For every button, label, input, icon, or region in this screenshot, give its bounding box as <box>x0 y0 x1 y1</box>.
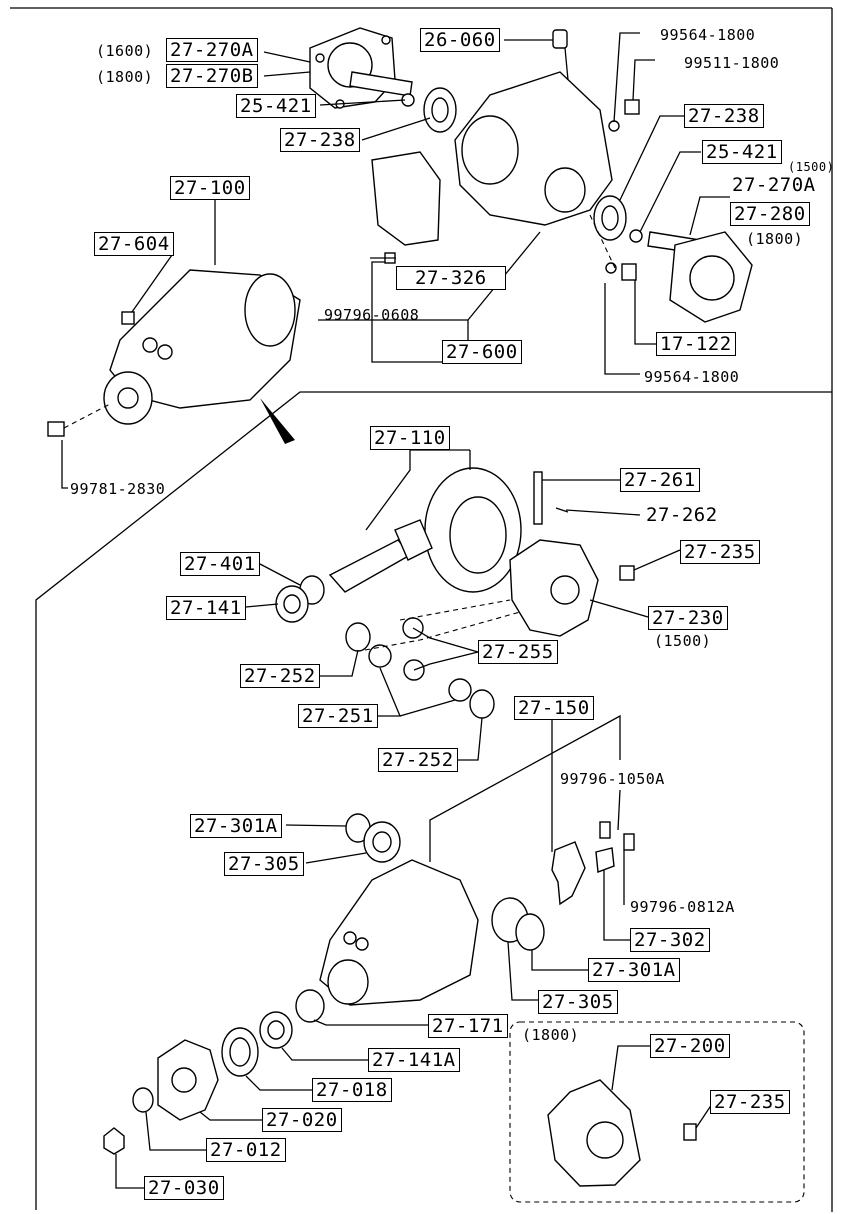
label-27-235-a: 27-235 <box>680 540 760 564</box>
label-27-141A: 27-141A <box>368 1048 460 1072</box>
label-27-018: 27-018 <box>312 1078 392 1102</box>
label-27-262: 27-262 <box>646 504 718 526</box>
ring-gear <box>424 467 522 593</box>
carrier-case <box>454 71 613 226</box>
bolt-0812A <box>623 833 635 851</box>
label-27-401: 27-401 <box>180 552 260 576</box>
label-27-301A-b: 27-301A <box>588 958 680 982</box>
breather-plug <box>552 29 568 49</box>
label-27-270A-top: 27-270A <box>166 38 258 62</box>
label-25-421-right: 25-421 <box>702 140 782 164</box>
label-27-302: 27-302 <box>630 928 710 952</box>
diff-case-27230 <box>509 539 599 637</box>
label-99564-1800-a: 99564-1800 <box>660 26 756 44</box>
nut-27030 <box>103 1127 125 1155</box>
drain-plug-top <box>624 99 640 115</box>
pin-27262 <box>555 507 569 513</box>
washer-top <box>608 120 620 132</box>
drain-plug-bottom <box>621 263 637 281</box>
label-1600-a: (1600) <box>96 42 154 60</box>
label-99511-1800: 99511-1800 <box>684 54 780 72</box>
label-99564-1800-b: 99564-1800 <box>644 368 740 386</box>
axle-flange-right <box>647 231 753 323</box>
label-27-305-b: 27-305 <box>538 990 618 1014</box>
bearing-27301A-b <box>515 913 545 951</box>
axle-flange-left <box>309 27 413 109</box>
label-27-238-top: 27-238 <box>280 128 360 152</box>
label-27-301A-a: 27-301A <box>190 814 282 838</box>
label-27-604: 27-604 <box>94 232 174 256</box>
lsd-unit-27200 <box>547 1079 641 1187</box>
label-27-251: 27-251 <box>298 704 378 728</box>
bolt-27604 <box>121 311 135 325</box>
adjuster-lock-plate <box>551 841 586 906</box>
label-99796-1050A: 99796-1050A <box>560 770 665 788</box>
label-27-100: 27-100 <box>170 176 250 200</box>
label-27-252-b: 27-252 <box>378 748 458 772</box>
label-27-235-b: 27-235 <box>710 1090 790 1114</box>
spacer-27171 <box>295 989 325 1023</box>
label-27-020: 27-020 <box>262 1108 342 1132</box>
thrust-washer-a <box>345 622 371 652</box>
label-27-326: 27-326 <box>396 266 506 290</box>
leader-lines <box>61 32 730 1189</box>
label-27-141: 27-141 <box>166 596 246 620</box>
label-25-421-top: 25-421 <box>236 94 316 118</box>
label-1800-right: (1800) <box>746 230 804 248</box>
bolt-27235-a <box>619 565 635 581</box>
label-27-270A-right: 27-270A <box>732 174 816 196</box>
label-1500-b: (1500) <box>654 632 712 650</box>
label-27-280: 27-280 <box>730 202 810 226</box>
label-17-122: 17-122 <box>656 332 736 356</box>
label-27-600: 27-600 <box>442 340 522 364</box>
label-99781-2830: 99781-2830 <box>70 480 166 498</box>
lsd-option-box <box>509 1021 805 1203</box>
label-27-261: 27-261 <box>620 468 700 492</box>
lock-27302 <box>595 847 615 873</box>
carrier-27150 <box>319 859 479 1006</box>
thrust-washer-b <box>469 689 495 719</box>
label-27-305-a: 27-305 <box>224 852 304 876</box>
label-27-255: 27-255 <box>478 640 558 664</box>
bolt-27235-b <box>683 1123 697 1141</box>
label-27-200: 27-200 <box>650 1034 730 1058</box>
label-1800-a: (1800) <box>96 68 154 86</box>
label-27-171: 27-171 <box>428 1014 508 1038</box>
label-26-060: 26-060 <box>420 28 500 52</box>
label-27-230: 27-230 <box>648 606 728 630</box>
gasket-cover <box>371 151 441 246</box>
label-27-252-a: 27-252 <box>240 664 320 688</box>
label-99796-0812A: 99796-0812A <box>630 898 735 916</box>
drive-pinion <box>328 519 433 593</box>
pin-27261 <box>533 471 543 525</box>
label-1500-right: (1500) <box>788 160 835 174</box>
label-27-030: 27-030 <box>144 1176 224 1200</box>
o-ring-right <box>629 229 643 243</box>
label-27-238-right: 27-238 <box>684 104 764 128</box>
side-gear-b <box>448 678 472 702</box>
side-gear-a <box>368 644 392 668</box>
bolt-2830 <box>47 421 65 437</box>
label-27-270B: 27-270B <box>166 64 258 88</box>
label-27-012: 27-012 <box>206 1138 286 1162</box>
label-27-150: 27-150 <box>514 696 594 720</box>
label-99796-0608: 99796-0608 <box>324 306 420 324</box>
label-1800-box: (1800) <box>522 1026 580 1044</box>
bolt-1050A <box>599 821 611 839</box>
differential-assembly <box>103 269 301 425</box>
exploded-view-frame <box>35 391 832 1210</box>
label-27-110: 27-110 <box>370 426 450 450</box>
flange-27020 <box>157 1039 219 1121</box>
pointer-arrow <box>260 398 295 444</box>
washer-27012 <box>132 1087 154 1113</box>
